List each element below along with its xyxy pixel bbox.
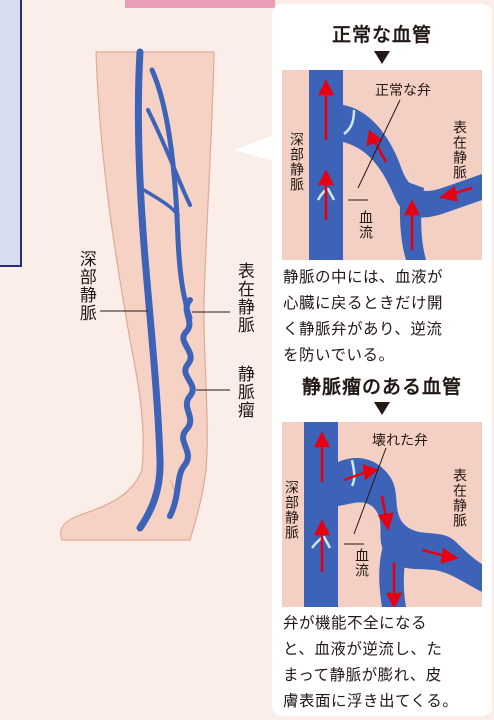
leg-varicose-vein — [167, 297, 196, 519]
varicose-arrow-down-icon — [374, 402, 390, 415]
leg-superficial-vein-label: 表在静脈 — [233, 262, 254, 334]
normal-description-line: 心臓に戻るときだけ開 — [283, 294, 444, 312]
varicose-deep-vein-label: 深部静脈 — [283, 480, 299, 540]
leg-superficial-vein — [149, 67, 193, 321]
varicose-title: 静脈瘤のある血管 — [301, 376, 462, 398]
normal-valve-label: 正常な弁 — [375, 83, 431, 99]
leg-varix-label: 静脈瘤 — [233, 365, 254, 419]
varicose-valve-label: 壊れた弁 — [372, 433, 428, 449]
varicose-description-line: まって静脈が膨れ、皮 — [283, 666, 442, 684]
normal-flow-label: 血流 — [357, 210, 373, 240]
varicose-description-line: 膚表面に浮き出てくる。 — [283, 692, 459, 710]
leg-deep-vein — [134, 48, 164, 532]
normal-vessel-diagram — [282, 70, 482, 260]
varicose-vessel-diagram — [282, 422, 482, 607]
varicose-superficial-vein-label: 表在静脈 — [451, 468, 467, 528]
normal-superficial-vein-label: 表在静脈 — [451, 120, 467, 180]
varicose-description: 弁が機能不全になる と、血液が逆流し、た まって静脈が膨れ、皮 膚表面に浮き出て… — [283, 610, 483, 714]
normal-description-line: 静脈の中には、血液が — [283, 268, 444, 286]
top-strip — [125, 0, 275, 8]
normal-arrow-down-icon — [374, 51, 390, 64]
normal-description: 静脈の中には、血液が 心臓に戻るときだけ開 く静脈弁があり、逆流 を防いでいる。 — [283, 264, 483, 368]
normal-description-line: を防いでいる。 — [283, 346, 395, 364]
leg-deep-vein-label: 深部静脈 — [75, 250, 96, 322]
normal-title: 正常な血管 — [331, 24, 432, 46]
varicose-description-line: 弁が機能不全になる — [283, 614, 428, 632]
side-box — [0, 0, 22, 267]
varicose-flow-label: 血流 — [353, 548, 369, 578]
callout-pointer — [234, 134, 276, 162]
normal-description-line: く静脈弁があり、逆流 — [283, 320, 443, 338]
varicose-description-line: と、血液が逆流し、た — [283, 640, 443, 658]
normal-deep-vein-label: 深部静脈 — [288, 132, 304, 192]
leg-illustration — [59, 48, 230, 541]
